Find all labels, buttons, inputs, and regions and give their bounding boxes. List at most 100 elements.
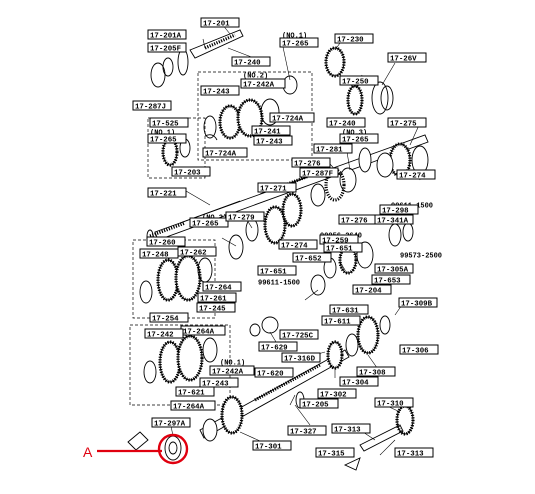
part-label-box — [171, 166, 211, 177]
part-number-text: (NO.1) — [220, 359, 245, 367]
part-label-box — [317, 388, 357, 399]
part-number-text: 17-262 — [180, 249, 207, 257]
part-label-l-310: 17-310 — [374, 397, 414, 408]
part-label-box — [278, 239, 318, 250]
part-label-box — [299, 167, 339, 178]
part-number-text: 17-205 — [302, 401, 329, 409]
part-number-text: 17-205F — [150, 45, 181, 53]
part-number-text: 99611-1500 — [258, 279, 300, 287]
part-number-text: 17-725C — [282, 332, 314, 340]
part-label-l-240-b: 17-240 — [326, 117, 366, 128]
part-label-box — [147, 29, 187, 40]
part-label-box — [398, 297, 438, 308]
part-label-l-724a-a: 17-724A — [269, 112, 315, 123]
part-number-text: 17-287J — [135, 103, 166, 111]
part-number-text: 17-265 — [150, 136, 177, 144]
part-label-box — [252, 440, 292, 451]
callout-letter: A — [83, 444, 93, 460]
part-number-text: 17-204 — [355, 287, 382, 295]
part-label-l-254: 17-254 — [149, 312, 189, 323]
part-label-l-275: 17-275 — [387, 117, 427, 128]
part-label-box — [147, 42, 187, 53]
part-number-text: 17-306 — [402, 347, 429, 355]
part-label-l-245: 17-245 — [196, 302, 236, 313]
part-number-text: 17-629 — [261, 344, 288, 352]
part-label-box — [281, 352, 321, 363]
part-label-l-248: 17-248 — [139, 248, 179, 259]
part-label-l-99573: 99573-2500 — [400, 252, 442, 260]
part-number-text: 17-201A — [150, 32, 182, 40]
part-label-box — [258, 341, 298, 352]
part-label-box — [279, 329, 319, 340]
part-label-box — [371, 274, 411, 285]
part-label-l-264a: 17-264A — [180, 325, 226, 336]
part-label-box — [339, 75, 379, 86]
part-label-l-653: 17-653 — [371, 274, 411, 285]
part-label-box — [379, 204, 419, 215]
part-label-l-629: 17-629 — [258, 341, 298, 352]
part-number-text: 17-26V — [390, 55, 417, 63]
part-number-text: 17-281 — [316, 146, 343, 154]
main-shaft-gears — [228, 192, 414, 296]
part-label-l-611: 17-611 — [321, 315, 361, 326]
part-label-box — [374, 214, 414, 225]
part-label-box — [200, 17, 240, 28]
part-label-box — [225, 211, 265, 222]
part-label-l-271: 17-271 — [257, 182, 297, 193]
part-label-l-241: 17-241 — [251, 125, 291, 136]
part-label-l-261: 17-261 — [197, 292, 237, 303]
part-number-text: 17-259 — [322, 237, 349, 245]
part-number-text: (NO.1) — [282, 32, 307, 40]
part-label-l-621: 17-621 — [175, 386, 215, 397]
part-label-l-205f: 17-205F — [147, 42, 187, 53]
part-label-l-725c: 17-725C — [279, 329, 319, 340]
part-number-text: 17-275 — [390, 120, 417, 128]
part-label-l-262: 17-262 — [177, 246, 217, 257]
part-number-text: (NO.2) — [243, 72, 268, 80]
part-number-text: 17-230 — [337, 36, 364, 44]
part-label-box — [329, 304, 369, 315]
part-label-box — [339, 376, 379, 387]
part-label-box — [132, 100, 172, 111]
part-number-text: 17-316D — [284, 355, 316, 363]
part-number-text: 17-315 — [318, 450, 345, 458]
part-number-text: 17-276 — [341, 217, 368, 225]
part-label-l-276-m: 17-276 — [338, 214, 378, 225]
part-number-text: 17-264A — [173, 403, 205, 411]
callout-a: A — [83, 433, 189, 465]
part-label-box — [251, 125, 291, 136]
part-label-box — [374, 397, 414, 408]
part-number-text: 17-242A — [243, 81, 275, 89]
part-label-l-243-l: 17-243 — [199, 377, 239, 388]
callout-highlight-ring — [157, 433, 189, 465]
part-label-l-205: 17-205 — [299, 398, 339, 409]
part-label-l-651-a: 17-651 — [323, 242, 363, 253]
part-label-l-264a-l: 17-264A — [170, 400, 216, 411]
part-label-l-631: 17-631 — [329, 304, 369, 315]
part-label-box — [257, 265, 297, 276]
part-label-box — [253, 135, 293, 146]
part-label-box — [326, 117, 366, 128]
upper-right-gears — [282, 46, 429, 207]
part-number-text: 17-248 — [142, 251, 169, 259]
part-label-box — [352, 284, 392, 295]
part-label-box — [334, 33, 374, 44]
part-label-box — [399, 344, 439, 355]
part-label-box — [151, 417, 191, 428]
part-number-text: 17-242A — [212, 368, 244, 376]
part-label-box — [144, 328, 184, 339]
part-label-l-313b: 17-313 — [394, 447, 434, 458]
part-number-text: 17-243 — [202, 380, 229, 388]
part-label-l-341a: 17-341A — [374, 214, 414, 225]
part-label-box — [175, 386, 215, 397]
part-number-text: 17-274 — [281, 242, 308, 250]
part-label-box — [374, 263, 414, 274]
part-label-l-651-b: 17-651 — [257, 265, 297, 276]
part-label-l-308: 17-308 — [356, 366, 396, 377]
part-label-box — [177, 246, 217, 257]
part-label-l-265-c: 17-265 — [339, 133, 379, 144]
part-number-text: 17-310 — [377, 400, 404, 408]
reverse-idler — [343, 404, 415, 471]
part-number-text: 17-265 — [342, 136, 369, 144]
part-label-box — [149, 117, 189, 128]
